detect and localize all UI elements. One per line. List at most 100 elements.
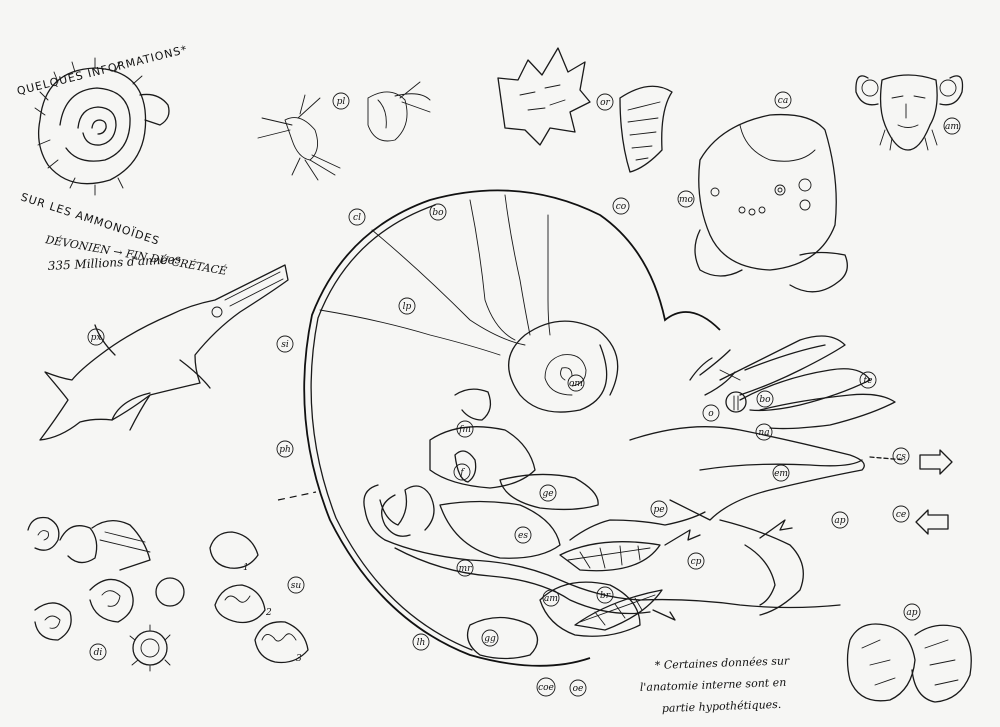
label-coe: coe [536,677,556,697]
label-ca: ca [774,91,792,109]
label-mr: mr [456,559,474,577]
label-pe: pe [650,500,668,518]
label-su: su [287,576,305,594]
ammonite-diversity-drawing [27,516,185,672]
svg-text:1: 1 [243,563,249,573]
footnote-line-3: partie hypothétiques. [662,698,782,715]
svg-text:om: om [569,379,583,389]
tentacles-drawing [689,335,896,430]
label-oe: oe [569,679,587,697]
svg-text:co: co [616,202,627,212]
svg-text:di: di [94,648,103,658]
label-om: om [567,374,585,392]
svg-text:ge: ge [542,489,553,499]
label-te: te [859,371,877,389]
footnote-line-2: l'anatomie interne sont en [640,676,787,694]
label-px: px [87,328,105,346]
label-f: f [453,463,471,481]
svg-text:coe: coe [538,683,554,693]
suture-step-numbers: 1 2 3 [243,563,302,664]
label-lh: lh [412,633,430,651]
svg-text:pl: pl [337,97,346,107]
footnote-line-1: * Certaines données sur [655,654,791,672]
label-am-mid: am [542,589,560,607]
label-es: es [514,526,532,544]
svg-text:ph: ph [279,445,291,455]
svg-text:or: or [600,98,610,108]
label-or: or [596,93,614,111]
label-si: si [276,335,294,353]
svg-text:bo: bo [432,208,444,218]
svg-text:na: na [758,428,769,438]
pointer-line [277,491,317,501]
label-bo-top: bo [429,203,447,221]
svg-text:fm: fm [458,425,471,435]
label-na: na [755,423,773,441]
svg-text:es: es [518,531,528,541]
label-bo-eye: bo [756,390,774,408]
ammon-head-drawing [855,74,964,151]
svg-text:br: br [600,591,611,601]
label-br: br [596,586,614,604]
label-am-head: am [943,117,961,135]
label-lp: lp [398,297,416,315]
title-block: QUELQUES INFORMATIONS* SUR LES AMMONOÏDE… [16,43,229,278]
label-fm: fm [456,420,474,438]
label-cp: cp [687,552,705,570]
svg-text:am: am [544,594,558,604]
ornament-fragment-drawing [497,47,673,173]
svg-text:ce: ce [896,510,906,520]
broken-shell-in-hands-drawing [694,113,848,293]
svg-text:3: 3 [296,654,302,664]
svg-text:su: su [291,581,302,591]
plankton-drawing [257,81,431,181]
svg-text:gg: gg [484,634,496,644]
label-em: em [772,464,790,482]
flow-arrow-in [915,509,949,535]
eye-drawing [725,391,747,413]
svg-text:am: am [945,122,959,132]
svg-text:oe: oe [573,684,584,694]
svg-text:cl: cl [353,213,361,223]
label-ge: ge [539,484,557,502]
svg-text:mo: mo [679,195,694,205]
footnote: * Certaines données sur l'anatomie inter… [640,654,791,715]
ichthyosaur-drawing [39,264,289,441]
label-co: co [612,197,630,215]
label-gg: gg [481,629,499,647]
label-ap-corner: ap [903,603,921,621]
label-di: di [89,643,107,661]
svg-text:ca: ca [778,96,788,106]
label-cl: cl [348,208,366,226]
svg-text:em: em [774,469,788,479]
aptychus-corner-drawing [846,623,972,703]
label-ce: ce [892,505,910,523]
svg-text:cp: cp [691,557,702,567]
title-ammonite-drawing [34,57,170,196]
label-ph: ph [276,440,294,458]
svg-text:mr: mr [459,564,473,574]
svg-text:2: 2 [265,608,272,618]
svg-text:lp: lp [403,302,412,312]
label-mo: mo [677,190,695,208]
svg-text:te: te [864,376,873,386]
svg-text:ap: ap [906,608,917,618]
label-pl: pl [332,92,350,110]
suture-sequence-drawing [209,531,309,664]
label-o: o [702,404,720,422]
label-ap-mid: ap [831,511,849,529]
svg-text:si: si [281,340,289,350]
main-ammonite-shell [303,189,865,667]
svg-text:f: f [459,468,465,478]
svg-text:px: px [91,333,102,343]
duration-text: 335 Millions d'années [47,252,181,273]
svg-text:cs: cs [896,452,906,462]
label-cs: cs [892,447,910,465]
svg-text:lh: lh [417,638,426,648]
title-line-1: QUELQUES INFORMATIONS* [16,43,189,98]
svg-text:o: o [708,409,714,419]
svg-text:ap: ap [834,516,845,526]
flow-arrow-out [869,449,953,475]
